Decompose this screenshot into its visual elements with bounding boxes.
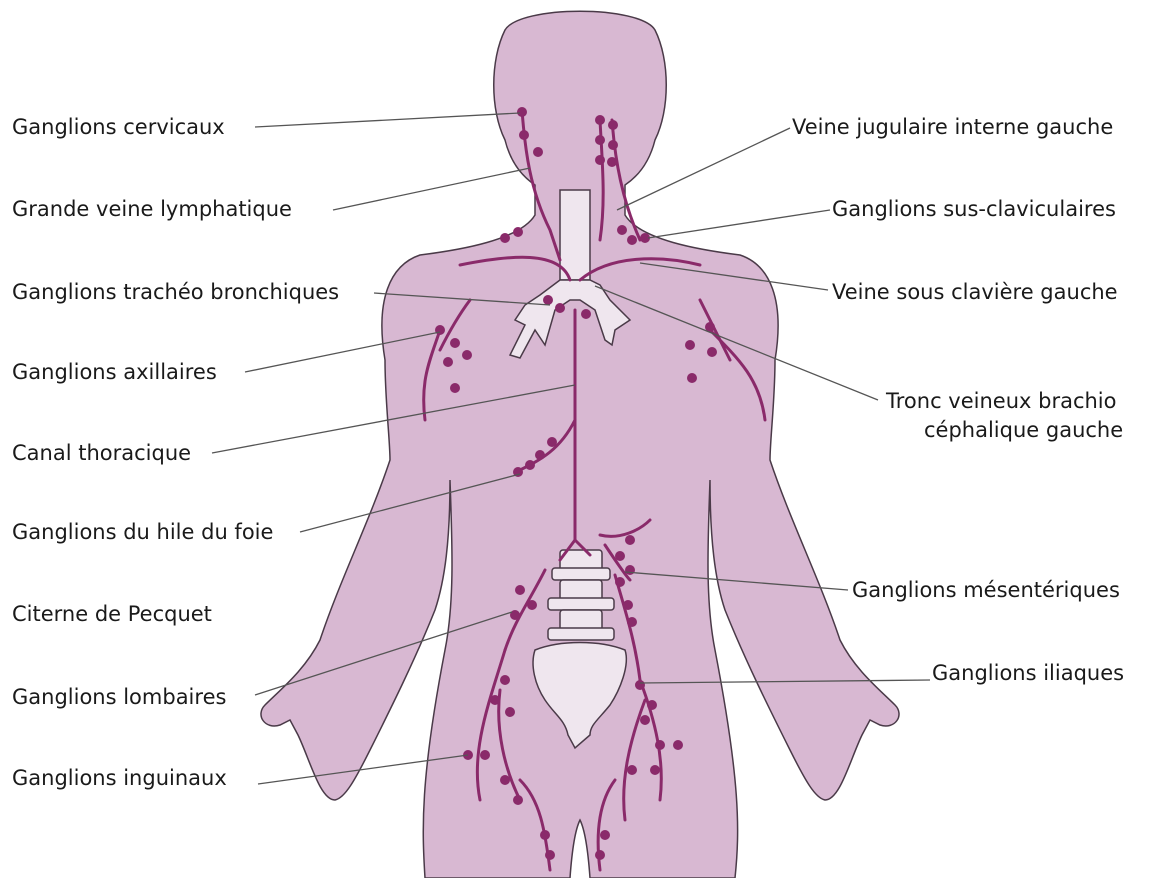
label-ganglions-mesenteriques: Ganglions mésentériques — [852, 578, 1120, 603]
label-veine-jugulaire-interne-gauche: Veine jugulaire interne gauche — [792, 115, 1113, 140]
label-veine-sous-claviere-gauche: Veine sous clavière gauche — [832, 280, 1118, 305]
label-ganglions-sus-claviculaires: Ganglions sus-claviculaires — [832, 197, 1116, 222]
body-silhouette — [261, 11, 899, 878]
label-ganglions-hile-foie: Ganglions du hile du foie — [12, 520, 273, 545]
label-ganglions-inguinaux: Ganglions inguinaux — [12, 766, 227, 791]
label-canal-thoracique: Canal thoracique — [12, 441, 191, 466]
label-tronc-veineux-line1: Tronc veineux brachio — [886, 389, 1117, 414]
label-grande-veine-lymphatique: Grande veine lymphatique — [12, 197, 292, 222]
label-citerne-de-pecquet: Citerne de Pecquet — [12, 602, 212, 627]
label-ganglions-axillaires: Ganglions axillaires — [12, 360, 217, 385]
label-ganglions-iliaques: Ganglions iliaques — [932, 661, 1124, 686]
trachea — [560, 190, 590, 280]
label-ganglions-tracheo-bronchiques: Ganglions trachéo bronchiques — [12, 280, 339, 305]
label-ganglions-lombaires: Ganglions lombaires — [12, 685, 226, 710]
label-tronc-veineux-line2: céphalique gauche — [924, 418, 1123, 443]
label-ganglions-cervicaux: Ganglions cervicaux — [12, 115, 225, 140]
